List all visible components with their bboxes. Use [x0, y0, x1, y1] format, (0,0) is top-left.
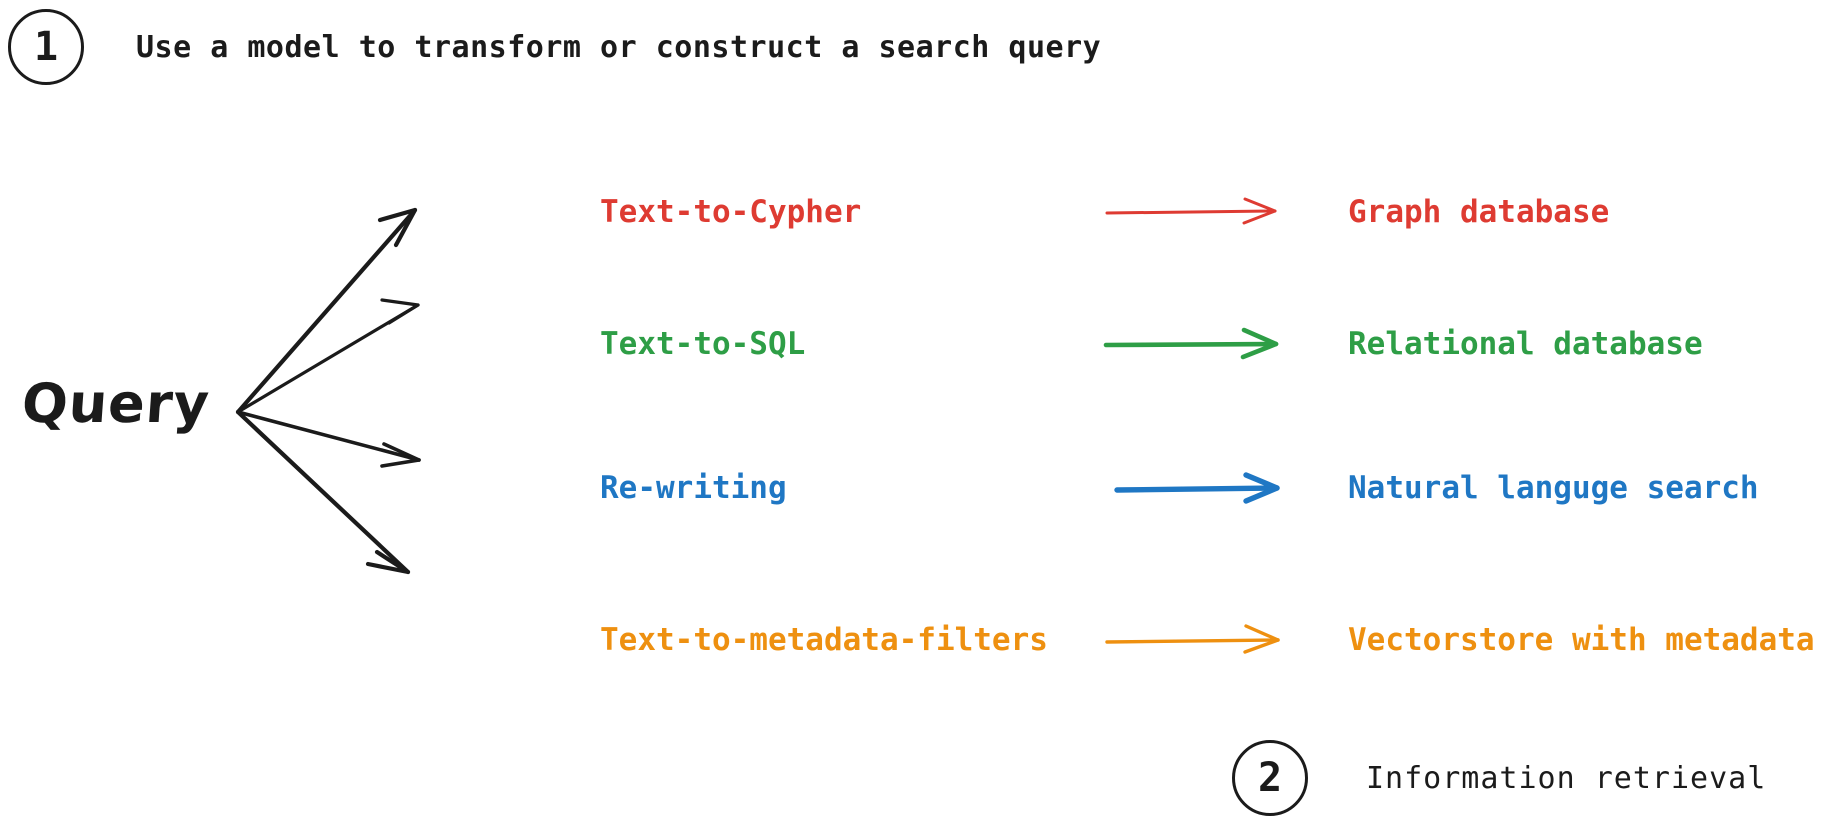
query-fan-arrows — [235, 207, 421, 575]
target-label-vectorstore-with-metadata: Vectorstore with metadata — [1348, 622, 1815, 658]
step-two-label: Information retrieval — [1366, 760, 1767, 796]
target-label-natural-language-search: Natural languge search — [1348, 470, 1759, 506]
pipeline-row: Re-writing Natural languge search — [600, 464, 1841, 512]
pipeline-row: Text-to-SQL Relational database — [600, 320, 1841, 368]
technique-label-text-to-metadata-filters: Text-to-metadata-filters — [600, 622, 1048, 658]
step-one-badge: 1 — [8, 9, 84, 85]
step-two-badge: 2 — [1232, 740, 1308, 816]
technique-label-text-to-cypher: Text-to-Cypher — [600, 194, 862, 230]
step-one: 1 Use a model to transform or construct … — [8, 9, 1101, 85]
target-label-graph-database: Graph database — [1348, 194, 1610, 230]
pipeline-row: Text-to-metadata-filters Vectorstore wit… — [600, 616, 1841, 664]
pipeline-row: Text-to-Cypher Graph database — [600, 188, 1841, 236]
query-node-label: Query — [19, 372, 213, 435]
step-two: 2 Information retrieval — [1232, 740, 1766, 816]
technique-label-text-to-sql: Text-to-SQL — [600, 326, 806, 362]
blue-arrow — [1103, 468, 1293, 508]
green-arrow — [1103, 324, 1293, 364]
step-one-label: Use a model to transform or construct a … — [136, 29, 1102, 65]
target-label-relational-database: Relational database — [1348, 326, 1703, 362]
technique-label-re-writing: Re-writing — [600, 470, 787, 506]
orange-arrow — [1103, 620, 1293, 660]
red-arrow — [1103, 192, 1293, 232]
